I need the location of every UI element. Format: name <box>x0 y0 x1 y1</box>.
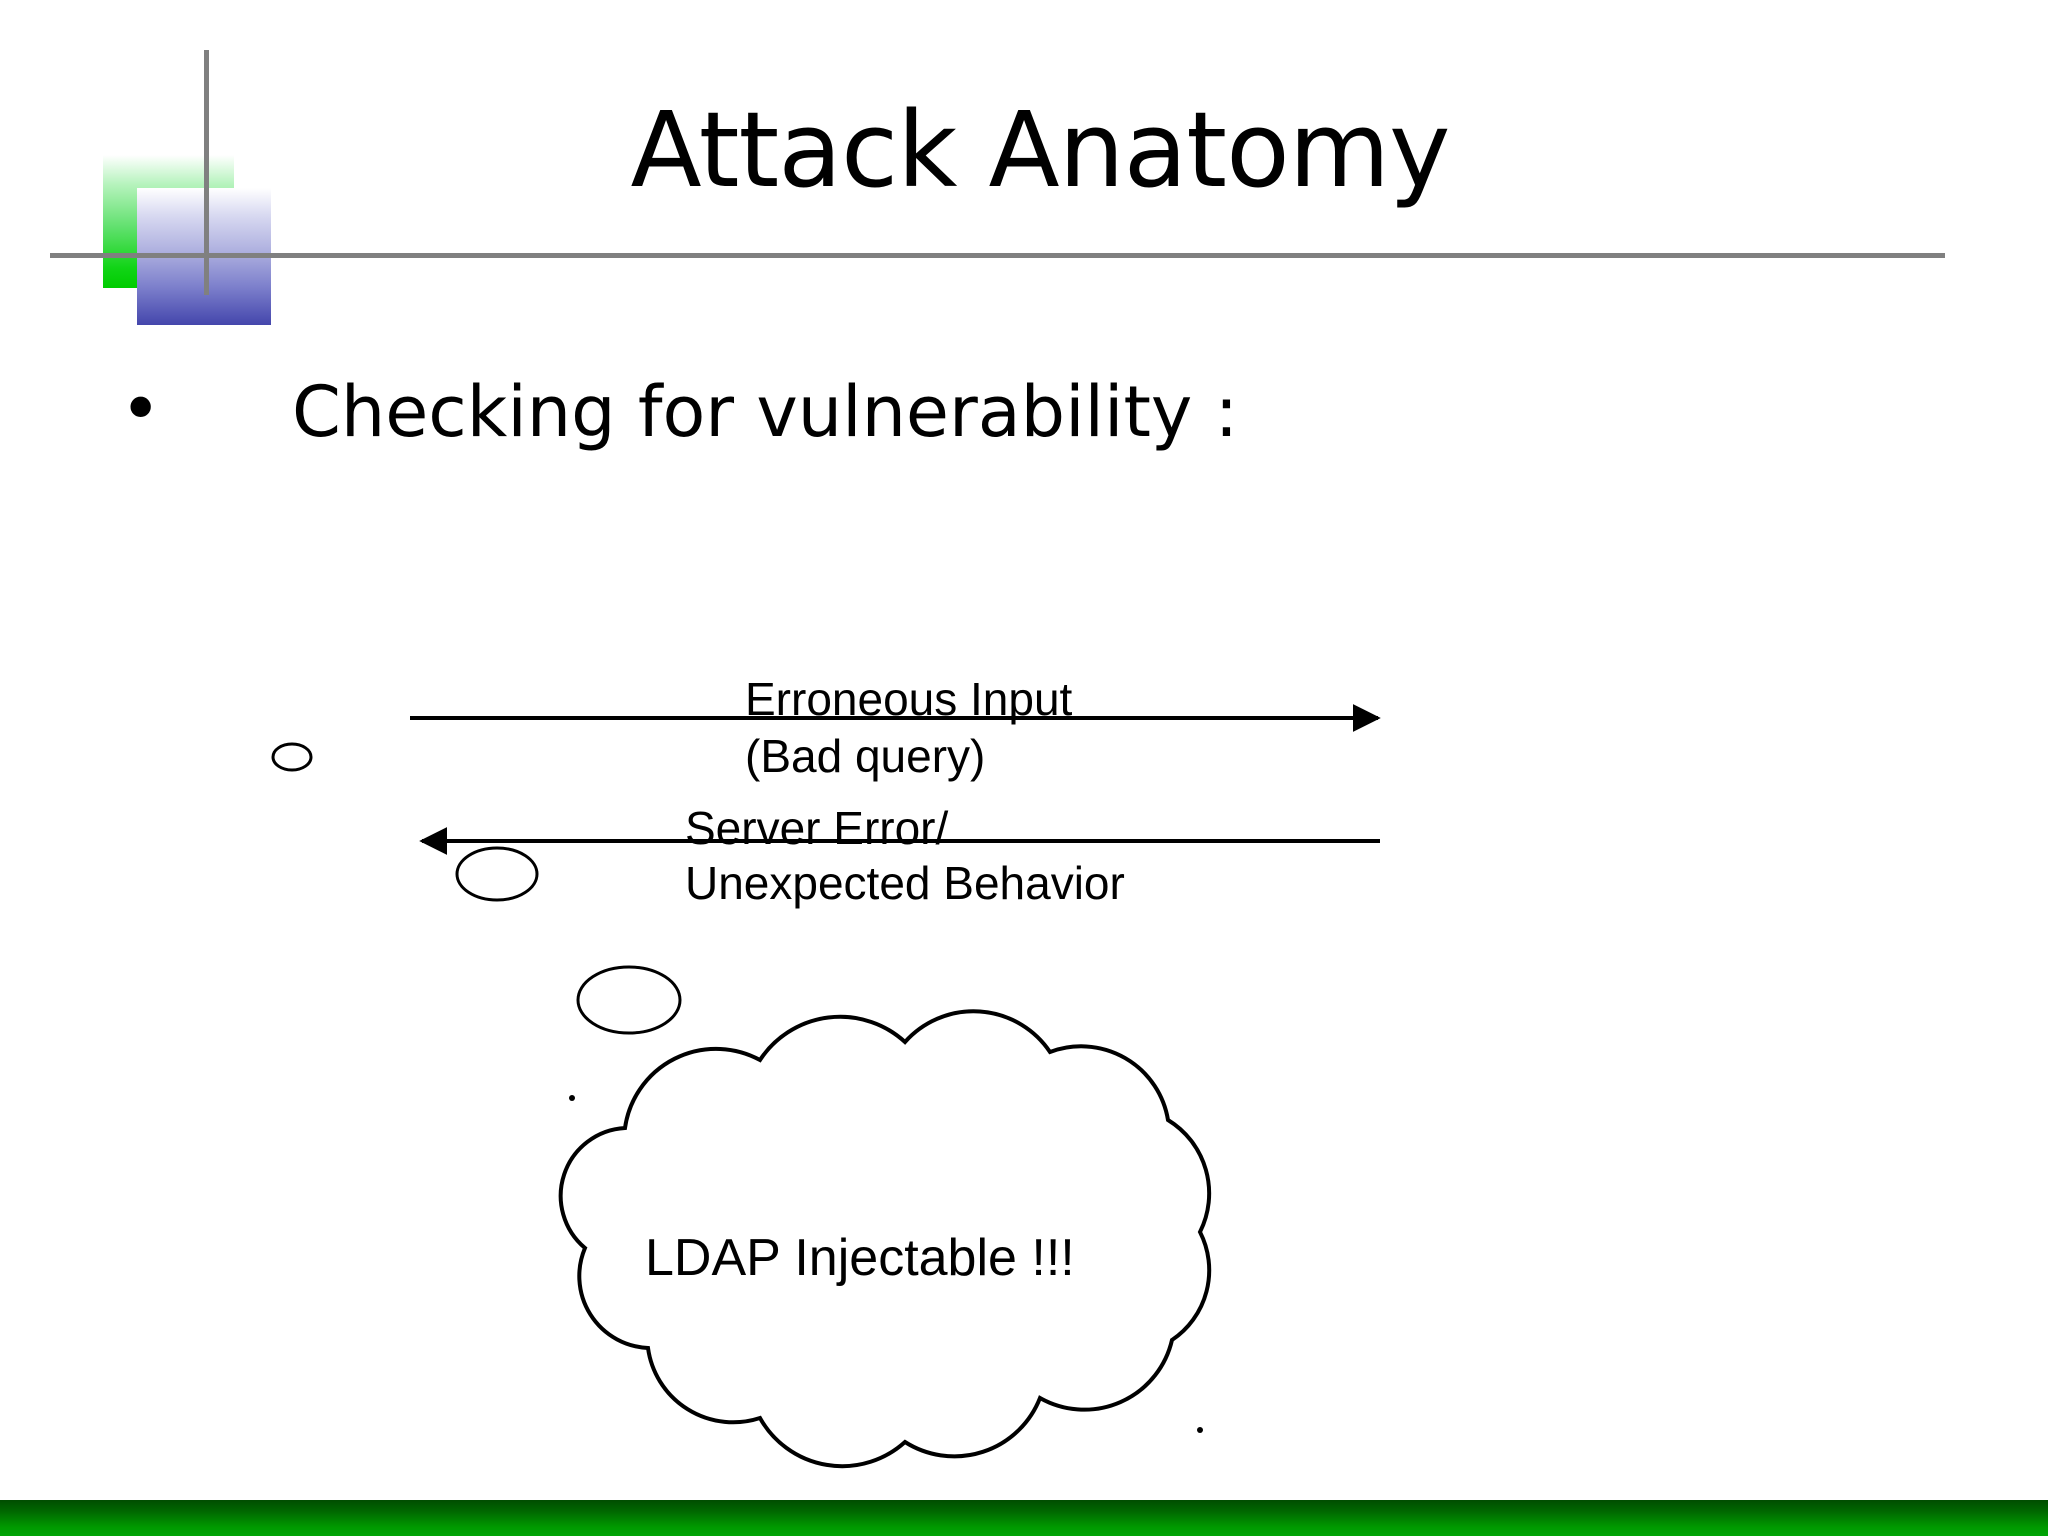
ellipse-medium-left <box>455 846 539 902</box>
cloud-label: LDAP Injectable !!! <box>645 1229 1075 1287</box>
bullet-list-item: • Checking for vulnerability : <box>120 374 1820 451</box>
green-footer-bar <box>0 1500 2048 1536</box>
ellipse-small-left <box>271 742 313 772</box>
cloud-tail-dot-upper <box>569 1095 575 1101</box>
title-divider-line <box>50 253 1945 258</box>
response-label-line1: Server Error/ <box>685 802 949 854</box>
response-label-line2: Unexpected Behavior <box>685 857 1125 909</box>
bullet-item-label: Checking for vulnerability : <box>292 371 1239 453</box>
cloud-tail-dot-lower <box>1197 1427 1203 1433</box>
bullet-marker-icon: • <box>120 368 162 450</box>
page-title: Attack Anatomy <box>630 89 1450 211</box>
request-label-line1: Erroneous Input <box>745 673 1073 725</box>
accent-vertical-line <box>204 50 209 295</box>
ellipse-medium-center <box>576 965 682 1035</box>
request-label-line2: (Bad query) <box>745 730 986 782</box>
